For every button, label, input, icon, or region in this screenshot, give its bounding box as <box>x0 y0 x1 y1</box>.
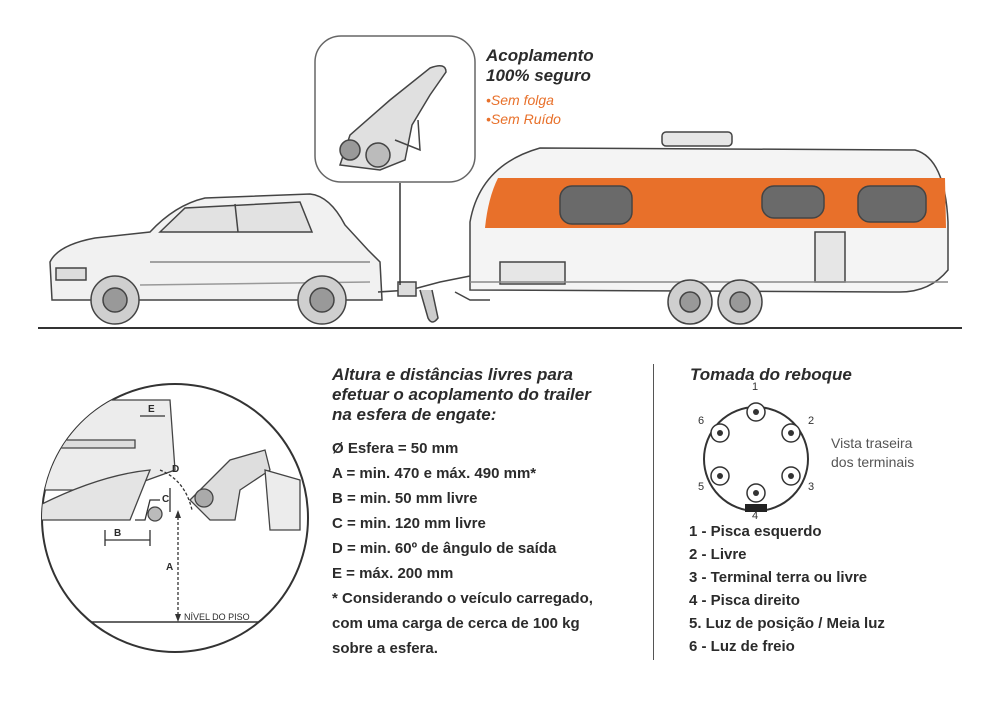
pin-legend-3: 3 - Terminal terra ou livre <box>689 569 868 586</box>
socket-title: Tomada do reboque <box>690 365 852 384</box>
spec-c: C = min. 120 mm livre <box>332 515 486 532</box>
pin-number-4: 4 <box>752 510 759 522</box>
coupling-bullet-1: •Sem folga <box>486 92 554 108</box>
view-note-2: dos terminais <box>831 454 915 470</box>
dim-label-e: E <box>148 404 155 415</box>
spec-e: E = máx. 200 mm <box>332 565 454 582</box>
car-trailer-illustration <box>38 35 962 329</box>
spec-a: A = min. 470 e máx. 490 mm* <box>332 465 537 482</box>
pin-legend: 1 - Pisca esquerdo 2 - Livre 3 - Termina… <box>689 520 885 658</box>
dim-label-a: A <box>166 562 174 573</box>
pin-legend-6: 6 - Luz de freio <box>689 638 795 655</box>
tow-hitch <box>377 183 471 323</box>
spec-note-2: com uma carga de cerca de 100 kg <box>332 615 580 632</box>
clearance-specs: Ø Esfera = 50 mm A = min. 470 e máx. 490… <box>332 436 593 661</box>
pin-number-2: 2 <box>808 415 815 427</box>
dim-label-d: D <box>172 464 180 475</box>
trailer-window-1 <box>559 185 633 225</box>
pin-number-5: 5 <box>698 481 705 493</box>
pin-number-6: 6 <box>698 415 705 427</box>
pin-number-1: 1 <box>752 381 759 393</box>
clearance-title-3: na esfera de engate: <box>332 405 497 424</box>
spec-ball: Ø Esfera = 50 mm <box>332 440 459 457</box>
coupler-callout <box>314 35 476 183</box>
spec-note-1: * Considerando o veículo carregado, <box>332 590 593 607</box>
dim-label-c: C <box>162 494 170 505</box>
section-divider <box>653 364 654 660</box>
pin-legend-1: 1 - Pisca esquerdo <box>689 523 822 540</box>
view-note-1: Vista traseira <box>831 435 913 451</box>
suv-car <box>49 193 383 325</box>
spec-note-3: sobre a esfera. <box>332 640 438 657</box>
pin-legend-5: 5. Luz de posição / Meia luz <box>689 615 885 632</box>
trailer-window-2 <box>761 185 825 219</box>
pin-number-3: 3 <box>808 481 815 493</box>
dim-label-b: B <box>114 528 122 539</box>
clearance-title-2: efetuar o acoplamento do trailer <box>332 385 591 404</box>
pin-legend-2: 2 - Livre <box>689 546 747 563</box>
floor-level-label: NÍVEL DO PISO <box>184 612 250 622</box>
spec-b: B = min. 50 mm livre <box>332 490 478 507</box>
roof-vent <box>661 131 733 147</box>
clearance-title-1: Altura e distâncias livres para <box>332 365 573 384</box>
spec-d: D = min. 60º de ângulo de saída <box>332 540 557 557</box>
coupling-title-1: Acoplamento <box>486 46 594 65</box>
caravan-trailer <box>454 131 949 325</box>
coupling-bullet-2: •Sem Ruído <box>486 111 561 127</box>
trailer-window-3 <box>857 185 927 223</box>
coupling-title-2: 100% seguro <box>486 66 591 85</box>
pin-legend-4: 4 - Pisca direito <box>689 592 800 609</box>
